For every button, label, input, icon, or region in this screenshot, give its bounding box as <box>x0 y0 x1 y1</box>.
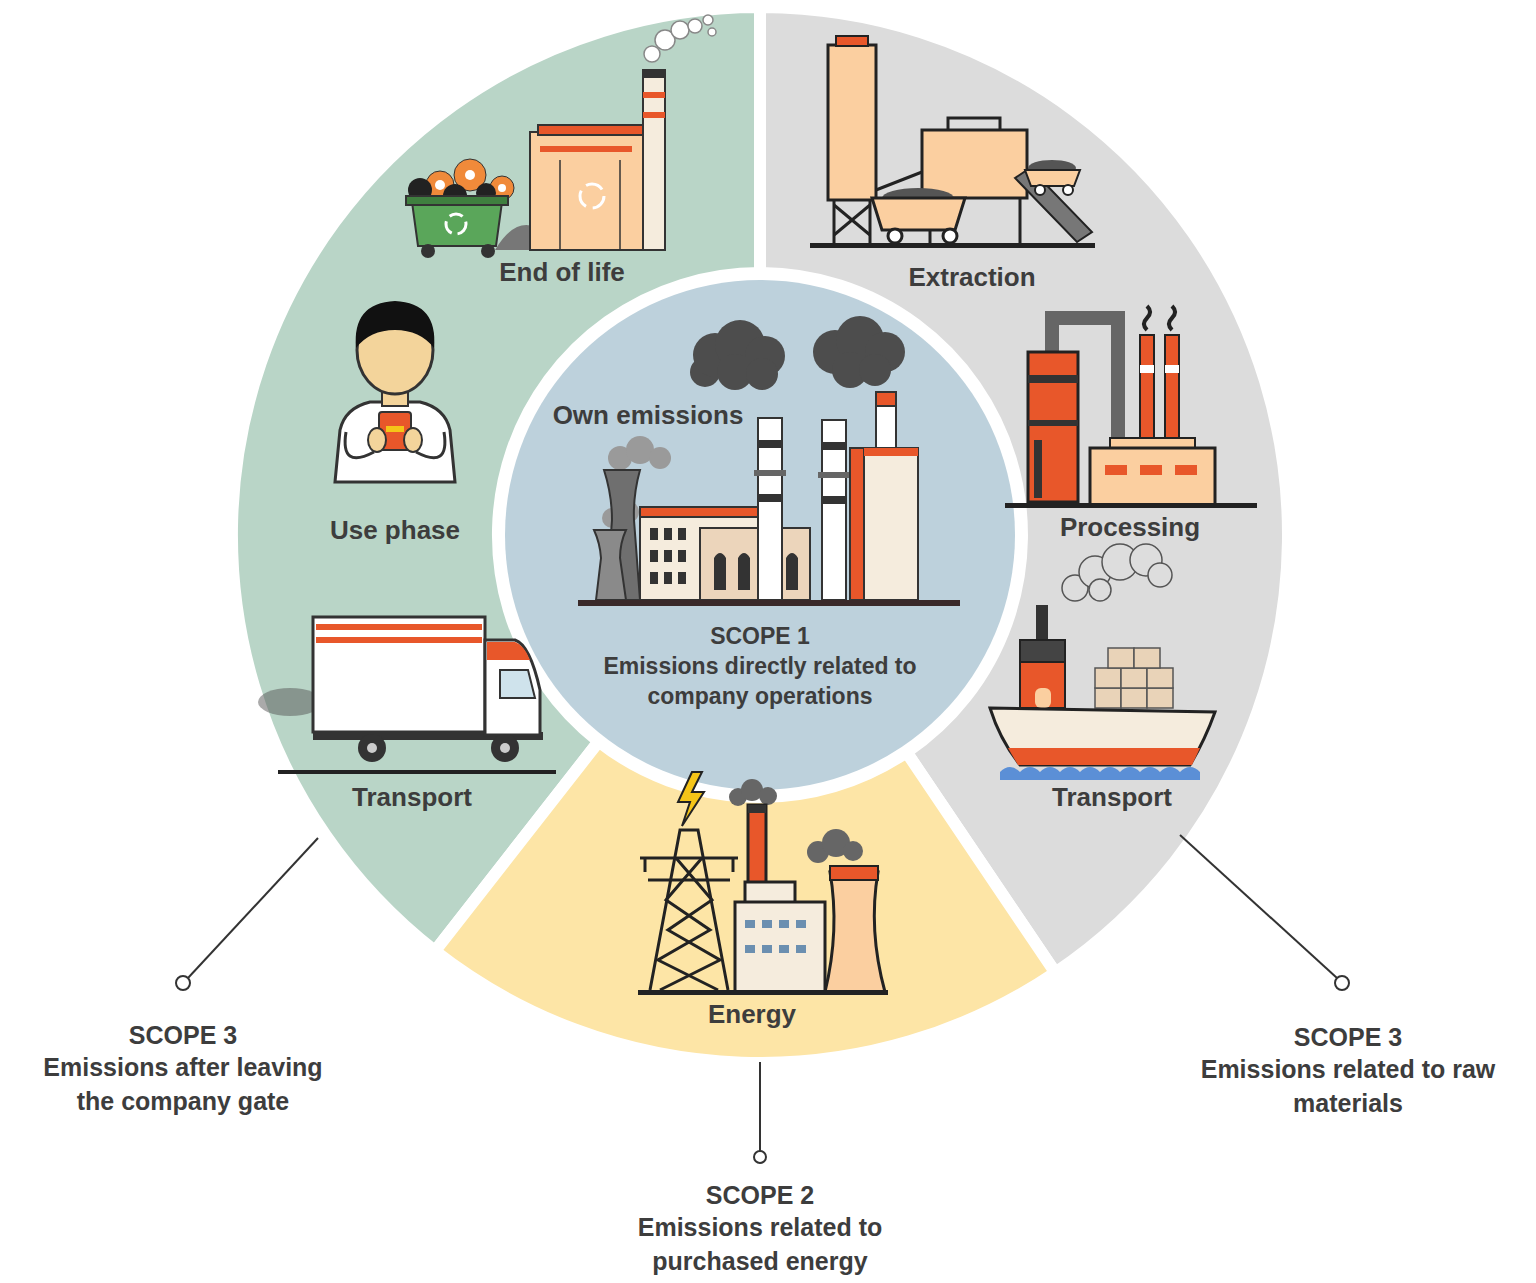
sector-label: Transport <box>252 781 572 813</box>
scope-description: Emissions directly related to company op… <box>560 651 960 711</box>
scope-heading: SCOPE 2 <box>610 1178 910 1212</box>
energy-sector: Energy <box>435 756 1055 1063</box>
factory-illustration <box>578 316 960 606</box>
person-illustration <box>335 301 455 482</box>
circle-heading: Own emissions <box>488 399 808 431</box>
sector-label: End of life <box>402 256 722 288</box>
ship-illustration <box>990 544 1215 780</box>
sector-shape <box>435 742 1055 1064</box>
scope-heading: SCOPE 3 <box>23 1018 343 1052</box>
scope-description: Emissions related to purchased energy <box>615 1210 905 1278</box>
sector-label: Processing <box>970 511 1290 543</box>
processing-plant-illustration <box>1005 306 1257 508</box>
scope-heading: SCOPE 3 <box>1188 1020 1508 1054</box>
power-plant-illustration <box>638 772 888 995</box>
sector-label: Energy <box>592 998 912 1030</box>
scope1-circle: Own emissionsSCOPE 1Emissions directly r… <box>505 280 1015 790</box>
extraction-illustration <box>810 36 1095 248</box>
sector-label: Transport <box>952 781 1272 813</box>
scope-description: Emissions after leaving the company gate <box>23 1050 343 1118</box>
leader-lines <box>176 835 1349 1163</box>
scope-heading: SCOPE 1 <box>600 621 920 651</box>
scope-description: Emissions related to raw materials <box>1198 1052 1498 1120</box>
recycling-plant-illustration <box>406 15 716 258</box>
circle-shape <box>505 280 1015 790</box>
node-shape <box>505 280 1015 790</box>
truck-illustration <box>258 617 556 774</box>
sector-label: Extraction <box>812 261 1132 293</box>
